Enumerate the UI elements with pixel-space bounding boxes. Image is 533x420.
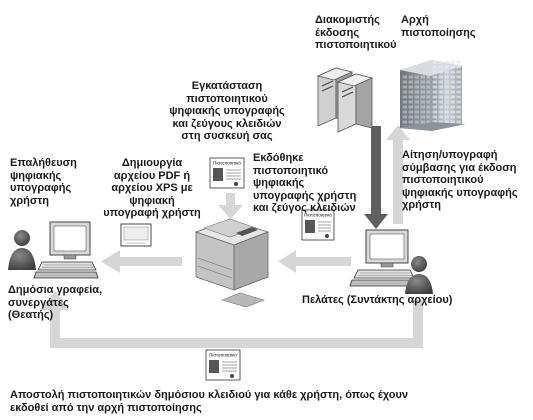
distribution-arrow	[40, 291, 423, 348]
computer-icon	[349, 229, 417, 287]
printer-to-viewer-arrow	[101, 250, 182, 273]
certificate-icon: Πιστοποιητικό	[301, 209, 335, 241]
computer-icon	[33, 221, 99, 279]
office-building-icon	[398, 60, 466, 131]
ca-label: Αρχή πιστοποίησης	[401, 14, 476, 39]
create-pdf-label: Δημιουργία αρχείου PDF ή αρχείου XPS με …	[103, 157, 201, 219]
user-icon	[8, 230, 36, 270]
issued-label: Εκδόθηκε πιστοποιητικό ψηφιακής υπογραφή…	[253, 152, 357, 214]
issue-arrow	[364, 126, 388, 229]
multifunction-printer-icon	[194, 218, 270, 308]
cert-server-label: Διακομιστής έκδοσης πιστοποιητικού	[315, 14, 397, 51]
certificate-title: Πιστοποιητικό	[304, 212, 332, 218]
client-to-printer-arrow	[278, 250, 351, 273]
certificate-icon: Πιστοποιητικό	[205, 349, 241, 381]
client-label: Πελάτες (Συντάκτης αρχείου)	[302, 294, 453, 306]
server-icon	[316, 67, 374, 133]
verify-label: Επαλήθευση ψηφιακής υπογραφής χρήστη	[10, 157, 77, 207]
install-arrow	[218, 193, 243, 219]
certificate-icon: Πιστοποιητικό	[209, 157, 245, 189]
document-icon	[120, 223, 152, 247]
install-label: Εγκατάσταση πιστοποιητικού ψηφιακής υπογ…	[169, 80, 285, 142]
request-label: Αίτηση/υπογραφή σύμβασης για έκδοση πιστ…	[402, 149, 518, 211]
request-arrow	[386, 125, 410, 224]
user-icon	[405, 256, 433, 294]
certificate-title: Πιστοποιητικό	[213, 160, 241, 166]
certificate-title: Πιστοποιητικό	[209, 352, 237, 358]
distribute-label: Αποστολή πιστοποιητικών δημόσιου κλειδιο…	[10, 389, 408, 414]
viewers-label: Δημόσια γραφεία, συνεργάτες (Θεατής)	[8, 284, 103, 321]
